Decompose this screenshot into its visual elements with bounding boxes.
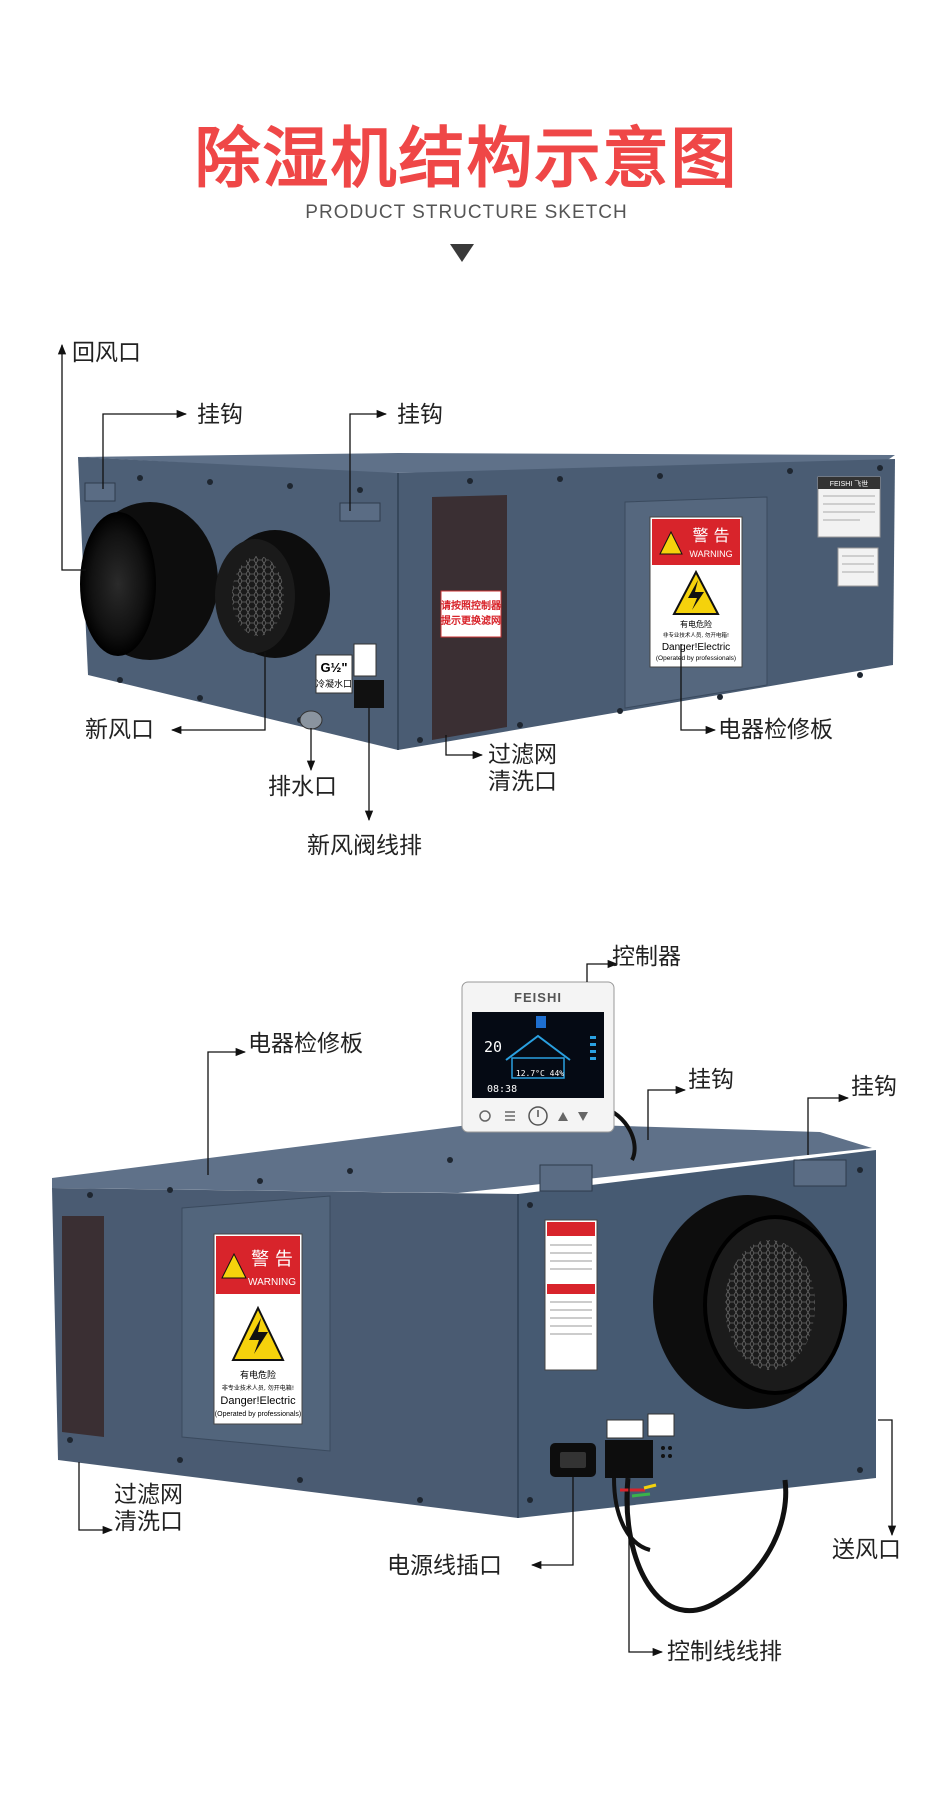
controller-device: FEISHI 20 12.7°C 44% 08:38 — [461, 981, 637, 1161]
bottom-warning-line2: 非专业技术人员, 勿开电箱! — [222, 1384, 294, 1392]
top-warning-line3: Danger!Electric — [662, 642, 730, 653]
controller-brand: FEISHI — [514, 990, 562, 1005]
top-leader-lines — [57, 343, 717, 822]
top-warning-line2: 非专业技术人员, 勿开电箱! — [663, 631, 729, 639]
label-supply-air: 送风口 — [832, 1537, 901, 1563]
control-terminal — [605, 1440, 653, 1478]
down-triangle-icon — [450, 244, 474, 262]
label-filter-top-1: 过滤网 — [488, 742, 557, 768]
controller-temp: 20 — [484, 1038, 502, 1056]
top-warning-line1: 有电危险 — [680, 619, 712, 629]
brand-badge: FEISHI 飞世 — [830, 479, 869, 488]
label-hook-left: 挂钩 — [197, 402, 243, 428]
bottom-warning-line4: (Operated by professionals) — [215, 1411, 301, 1418]
bottom-hook-right — [793, 1159, 847, 1187]
page-title: 除湿机结构示意图 — [194, 120, 739, 197]
label-electrical-panel-top: 电器检修板 — [718, 717, 833, 743]
label-drain: 排水口 — [268, 774, 337, 800]
top-warning-en: WARNING — [689, 549, 732, 559]
label-control-terminal: 控制线线排 — [667, 1639, 782, 1665]
controller-power-button[interactable] — [528, 1106, 548, 1126]
controller-mode-button[interactable] — [479, 1110, 491, 1122]
bottom-filter-panel — [62, 1216, 104, 1437]
drain-tag-label: 冷凝水口 — [316, 678, 352, 690]
label-return-air: 回风口 — [72, 340, 141, 366]
bottom-warning-cn: 警 告 — [251, 1249, 293, 1270]
bottom-warning-line3: Danger!Electric — [220, 1395, 296, 1407]
label-filter-bottom-1: 过滤网 — [114, 1482, 183, 1508]
top-unit: G½" 冷凝水口 请按照控制器 提示更换滤网 警 告 WARNING 有电危险 … — [78, 453, 895, 750]
label-power-inlet: 电源线插口 — [387, 1553, 502, 1579]
bottom-unit: 警 告 WARNING 有电危险 非专业技术人员, 勿开电箱! Danger!E… — [52, 1122, 876, 1614]
bottom-leader-lines — [78, 959, 897, 1657]
fresh-valve-terminal — [354, 680, 384, 708]
label-hook-bottom-left: 挂钩 — [688, 1067, 734, 1093]
controller-up-button[interactable] — [558, 1112, 568, 1121]
bottom-warning-label: 警 告 WARNING 有电危险 非专业技术人员, 勿开电箱! Danger!E… — [213, 1233, 303, 1425]
bottom-unit-top-face — [52, 1122, 872, 1193]
label-filter-bottom-2: 清洗口 — [114, 1509, 183, 1535]
controller-humidity: 12.7°C 44% — [516, 1069, 564, 1078]
controller-time: 08:38 — [487, 1084, 517, 1095]
bottom-warning-en: WARNING — [248, 1277, 296, 1288]
label-controller: 控制器 — [612, 944, 681, 970]
controller-down-button[interactable] — [578, 1112, 588, 1121]
label-electrical-panel-bottom: 电器检修板 — [248, 1031, 363, 1057]
label-fresh-valve-terminal: 新风阀线排 — [307, 833, 422, 859]
drain-port — [299, 710, 323, 730]
controller-menu-button[interactable] — [505, 1111, 515, 1121]
drain-tag-size: G½" — [320, 660, 347, 675]
top-warning-cn: 警 告 — [692, 526, 729, 545]
label-fresh-air: 新风口 — [85, 717, 154, 743]
label-hook-right: 挂钩 — [397, 402, 443, 428]
page-subtitle: PRODUCT STRUCTURE SKETCH — [305, 202, 628, 223]
side-info-label — [544, 1219, 598, 1371]
top-warning-label: 警 告 WARNING 有电危险 非专业技术人员, 勿开电箱! Danger!E… — [649, 516, 743, 668]
filter-sticker-line1: 请按照控制器 — [441, 599, 502, 612]
label-filter-top-2: 清洗口 — [488, 769, 557, 795]
label-hook-bottom-right: 挂钩 — [851, 1074, 897, 1100]
top-warning-line4: (Operated by professionals) — [656, 655, 736, 662]
filter-sticker-line2: 提示更换滤网 — [441, 614, 501, 627]
bottom-warning-line1: 有电危险 — [240, 1369, 276, 1381]
bottom-hook-left — [539, 1164, 593, 1192]
